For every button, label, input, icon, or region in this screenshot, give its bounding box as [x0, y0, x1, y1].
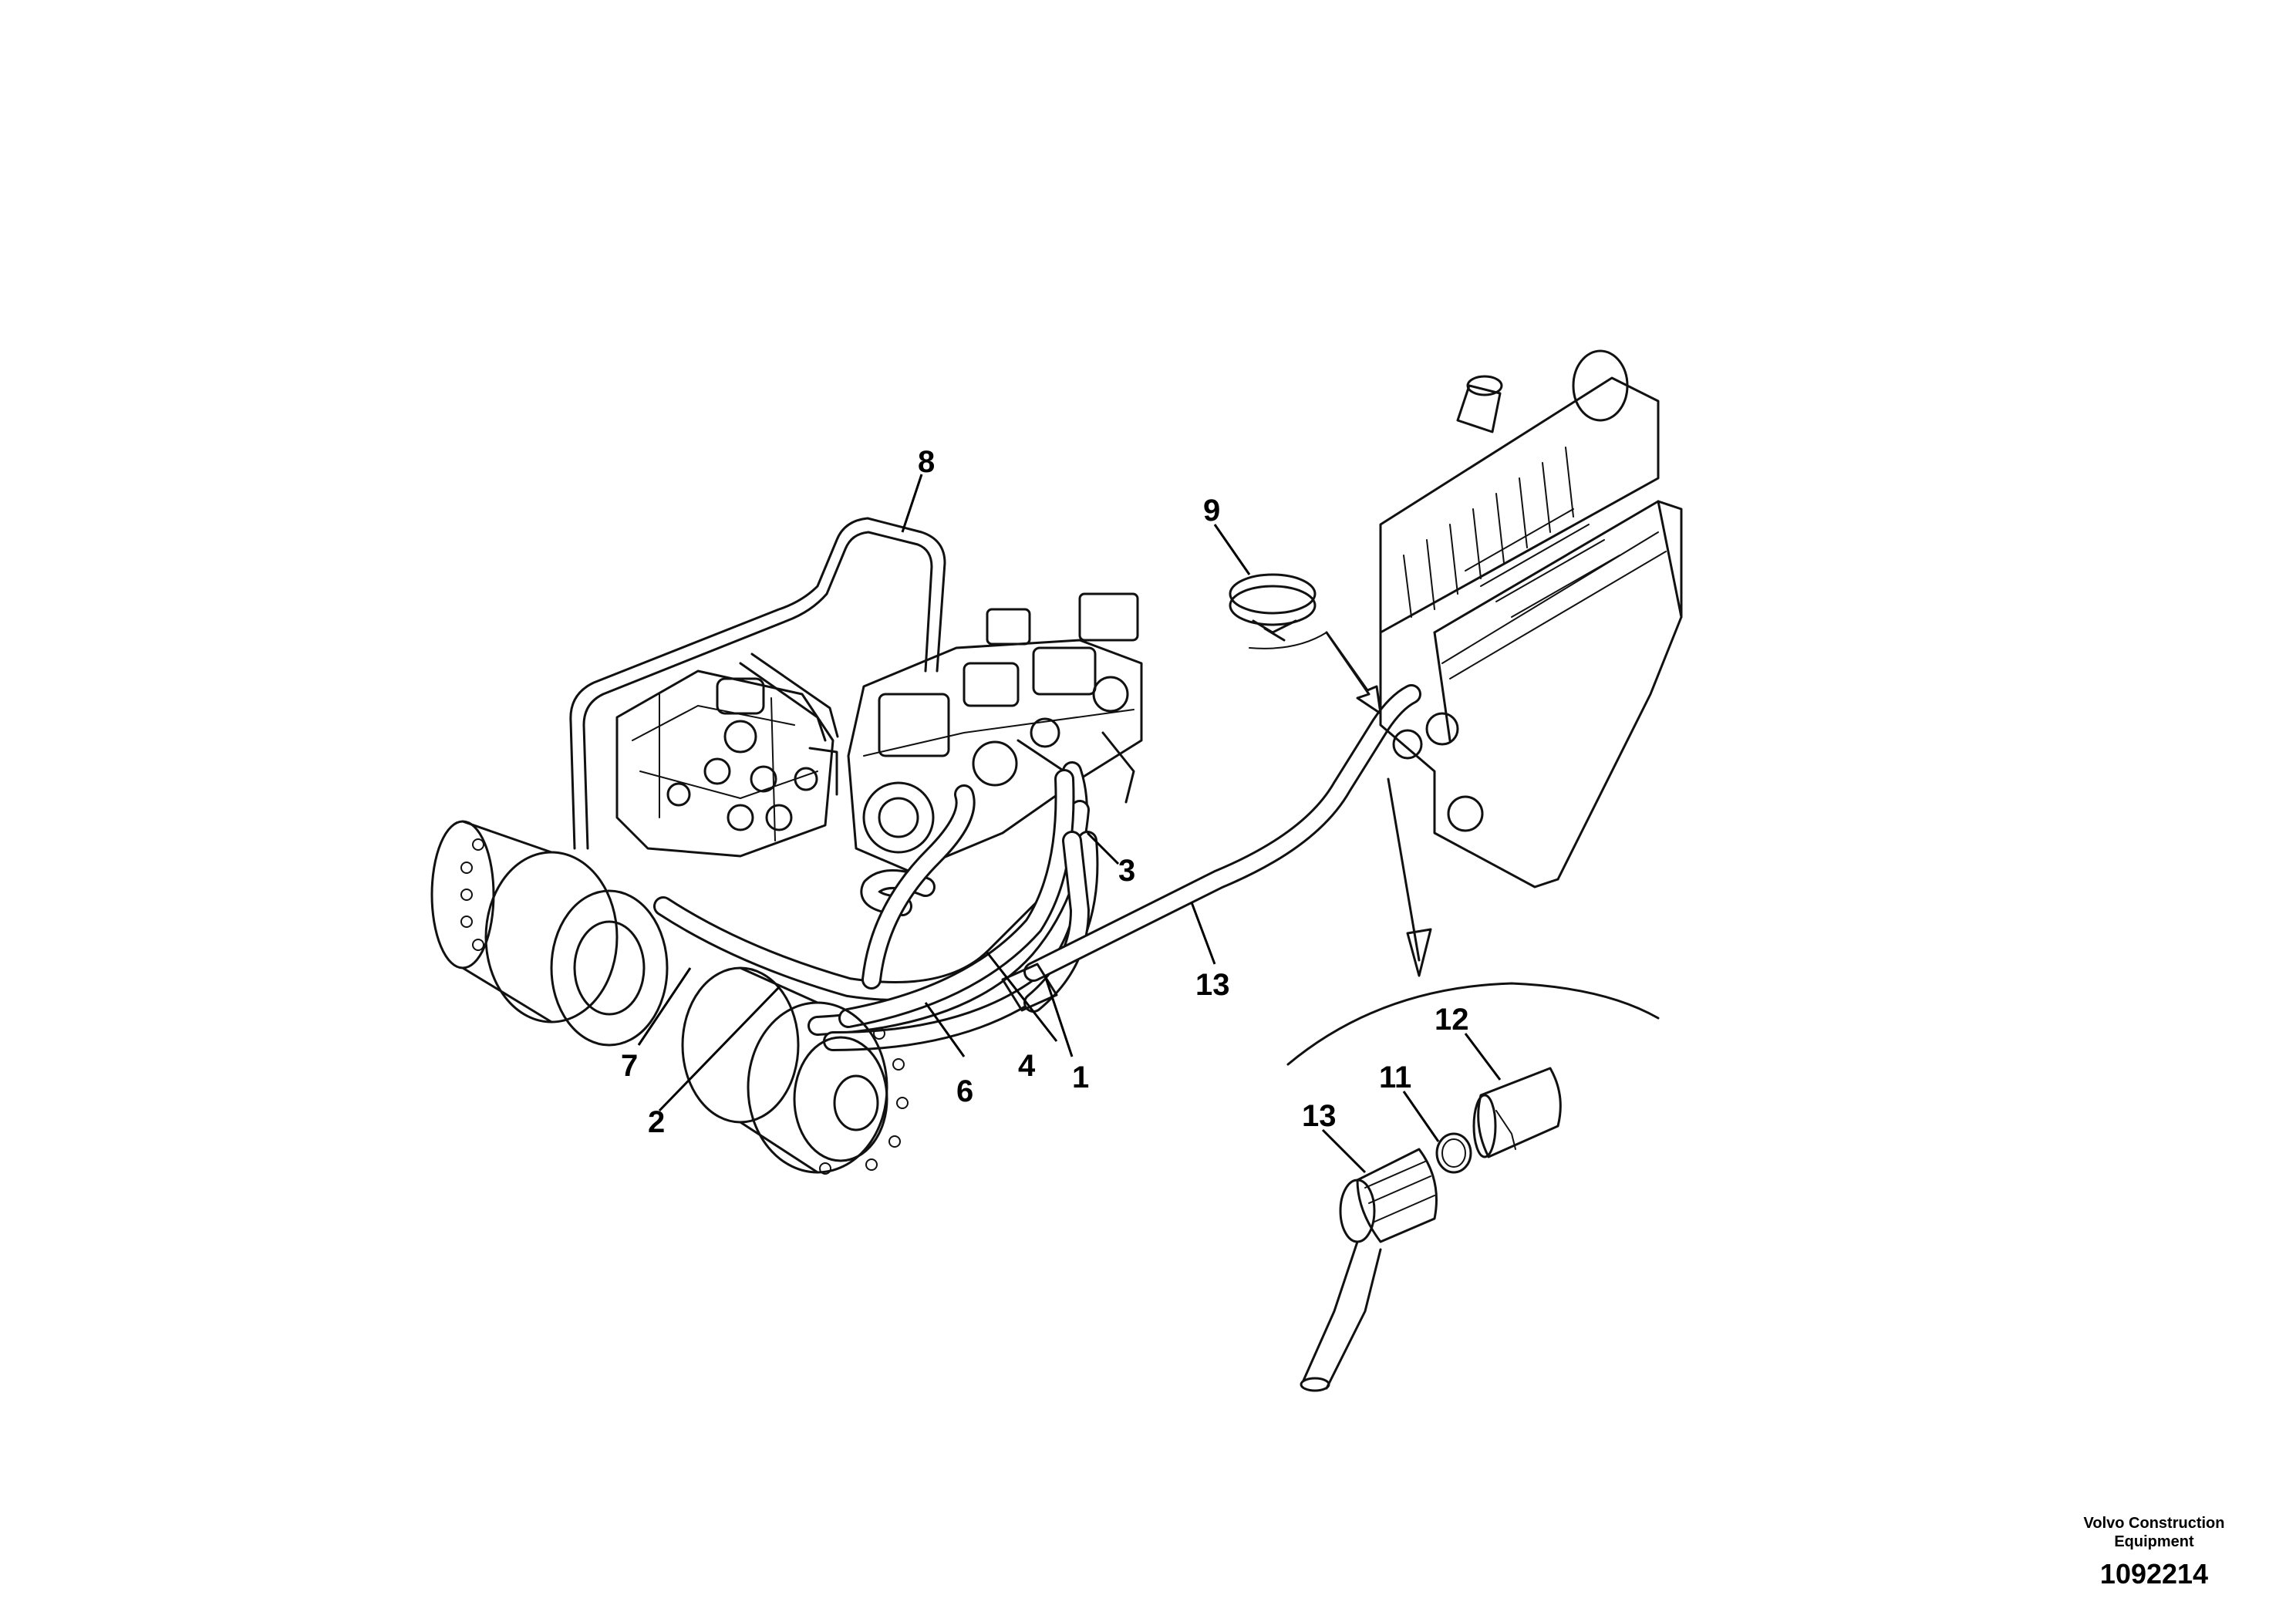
- callout-12: 12: [1435, 1003, 1469, 1037]
- travel-motor-left: [430, 820, 669, 1047]
- callout-11: 11: [1379, 1061, 1411, 1094]
- leader-lines: [637, 474, 1502, 1174]
- hose-connection-detail: [1286, 777, 1660, 1392]
- callout-2: 2: [648, 1105, 665, 1139]
- company-name-line1: Volvo Construction: [2084, 1515, 2225, 1532]
- drawing-number: 1092214: [2100, 1558, 2208, 1590]
- callout-6: 6: [956, 1074, 973, 1108]
- footer: Volvo Construction Equipment 1092214: [2084, 1515, 2225, 1590]
- callout-1: 1: [1072, 1061, 1089, 1094]
- company-name-line2: Equipment: [2114, 1533, 2194, 1550]
- drain-hose-13: [1001, 684, 1421, 1012]
- control-valve: [615, 669, 838, 858]
- callout-3: 3: [1118, 854, 1135, 888]
- callout-labels: 1 2 3 4 6 7 8 9 11 12 13 13: [621, 445, 1469, 1139]
- hydraulic-tank: [1379, 349, 1683, 889]
- callout-4: 4: [1018, 1049, 1036, 1083]
- callout-9: 9: [1203, 494, 1220, 528]
- hoses-bundle: [653, 761, 1099, 1051]
- callout-13-detail: 13: [1302, 1099, 1337, 1133]
- callout-8: 8: [918, 445, 935, 479]
- hose-clamp-9: [1229, 573, 1382, 715]
- callout-7: 7: [621, 1049, 638, 1083]
- callout-13-hose: 13: [1195, 968, 1230, 1002]
- hydraulic-pump: [847, 592, 1143, 873]
- travel-motor-right: [681, 966, 909, 1175]
